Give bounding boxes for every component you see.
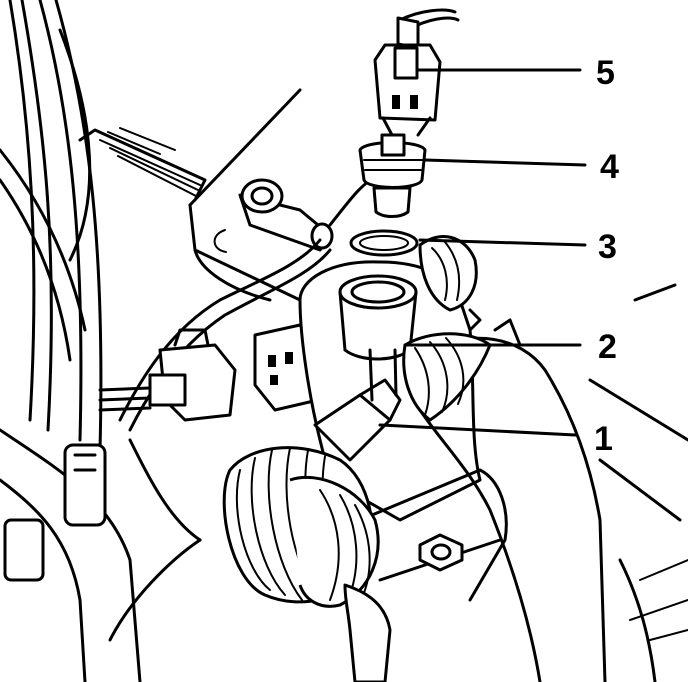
callout-labels: 5 4 3 2 1	[594, 54, 619, 458]
callout-2: 2	[598, 328, 617, 366]
engine-block	[358, 283, 688, 682]
callout-4: 4	[600, 148, 619, 186]
leader-lines	[378, 68, 587, 437]
sender-plug	[373, 8, 460, 137]
callout-1: 1	[594, 420, 613, 458]
ribbed-connector	[128, 438, 392, 682]
bleed-tab	[313, 378, 402, 462]
callout-3: 3	[598, 228, 617, 266]
temperature-sender	[358, 133, 427, 218]
callout-5: 5	[596, 54, 615, 92]
wiring-harness-left	[0, 0, 103, 452]
o-ring	[349, 229, 419, 257]
small-connector	[98, 328, 237, 422]
coolant-hose	[402, 318, 607, 682]
lower-left-housing	[0, 428, 202, 682]
bracket-bolt	[238, 173, 380, 252]
